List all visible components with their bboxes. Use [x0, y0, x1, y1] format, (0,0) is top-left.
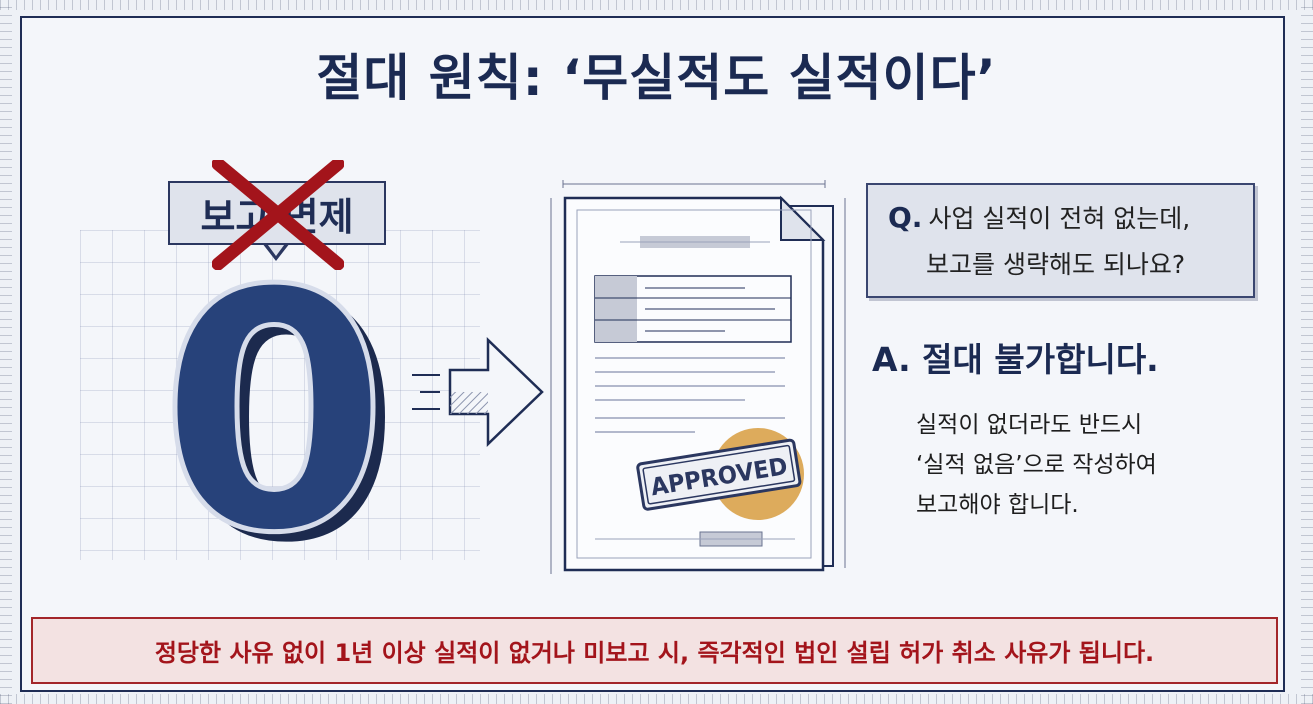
question-line-2: 보고를 생략해도 되나요? [926, 250, 1186, 279]
warning-text: 정당한 사유 없이 1년 이상 실적이 없거나 미보고 시, 즉각적인 법인 설… [154, 639, 1155, 667]
answer-title: A. 절대 불가합니다. [872, 340, 1159, 379]
red-x-icon [212, 160, 344, 270]
zero-illustration: 0 0 [157, 219, 401, 616]
right-arrow-icon [410, 335, 550, 450]
zero-digit: 0 [170, 275, 389, 565]
exemption-bubble: 보고 면제 [168, 181, 386, 245]
question-mark-label: Q. [888, 201, 923, 234]
answer-body: 실적이 없더라도 반드시 ‘실적 없음’으로 작성하여 보고해야 합니다. [916, 405, 1157, 525]
page-title: 절대 원칙: ‘무실적도 실적이다’ [316, 49, 997, 107]
question-line-1: 사업 실적이 전혀 없는데, [928, 204, 1191, 233]
warning-banner: 정당한 사유 없이 1년 이상 실적이 없거나 미보고 시, 즉각적인 법인 설… [31, 617, 1278, 684]
document-illustration: APPROVED [545, 178, 855, 578]
blueprint-grid [80, 230, 480, 560]
answer-line-1: 실적이 없더라도 반드시 [916, 412, 1143, 438]
svg-text:0: 0 [171, 275, 390, 565]
answer-line-3: 보고해야 합니다. [916, 492, 1079, 518]
answer-line-2: ‘실적 없음’으로 작성하여 [916, 452, 1157, 478]
question-box: Q.사업 실적이 전혀 없는데, 보고를 생략해도 되나요? [866, 183, 1255, 298]
